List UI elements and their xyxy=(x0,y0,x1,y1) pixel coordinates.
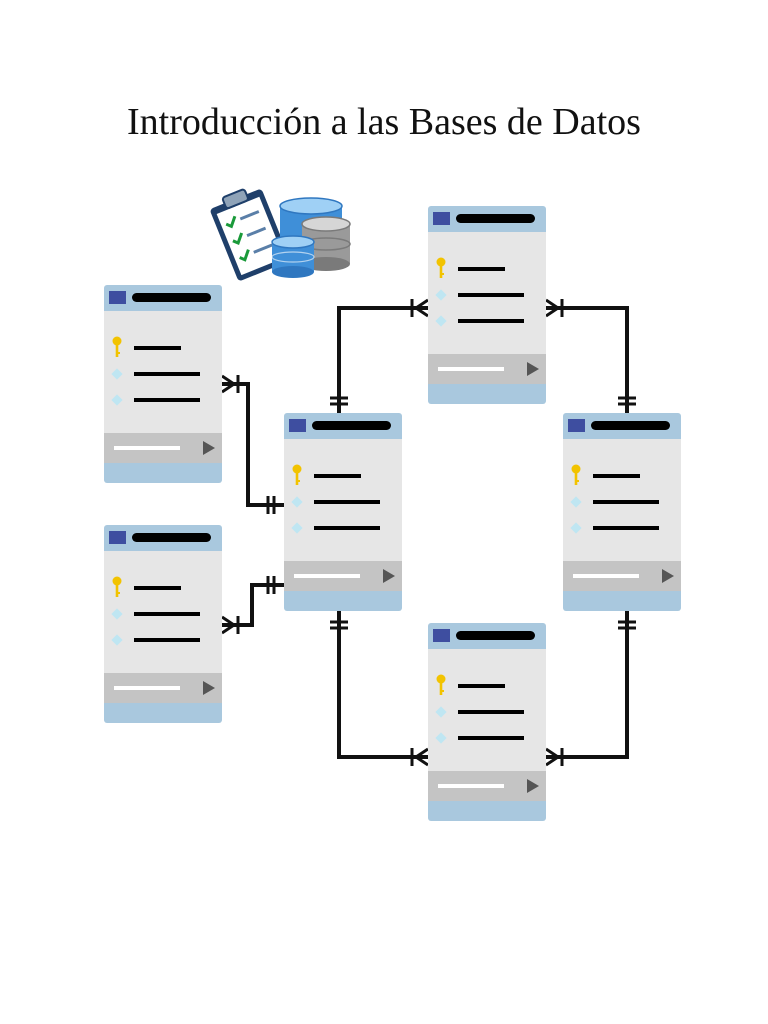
relationship-markers xyxy=(221,298,636,767)
table-center xyxy=(284,413,402,611)
table-left-top xyxy=(104,285,222,483)
table-top xyxy=(428,206,546,404)
table-bottom xyxy=(428,623,546,821)
table-right xyxy=(563,413,681,611)
clipboard-database-icon xyxy=(210,188,351,281)
table-left-bottom xyxy=(104,525,222,723)
page-title: Introducción a las Bases de Datos xyxy=(127,101,641,143)
